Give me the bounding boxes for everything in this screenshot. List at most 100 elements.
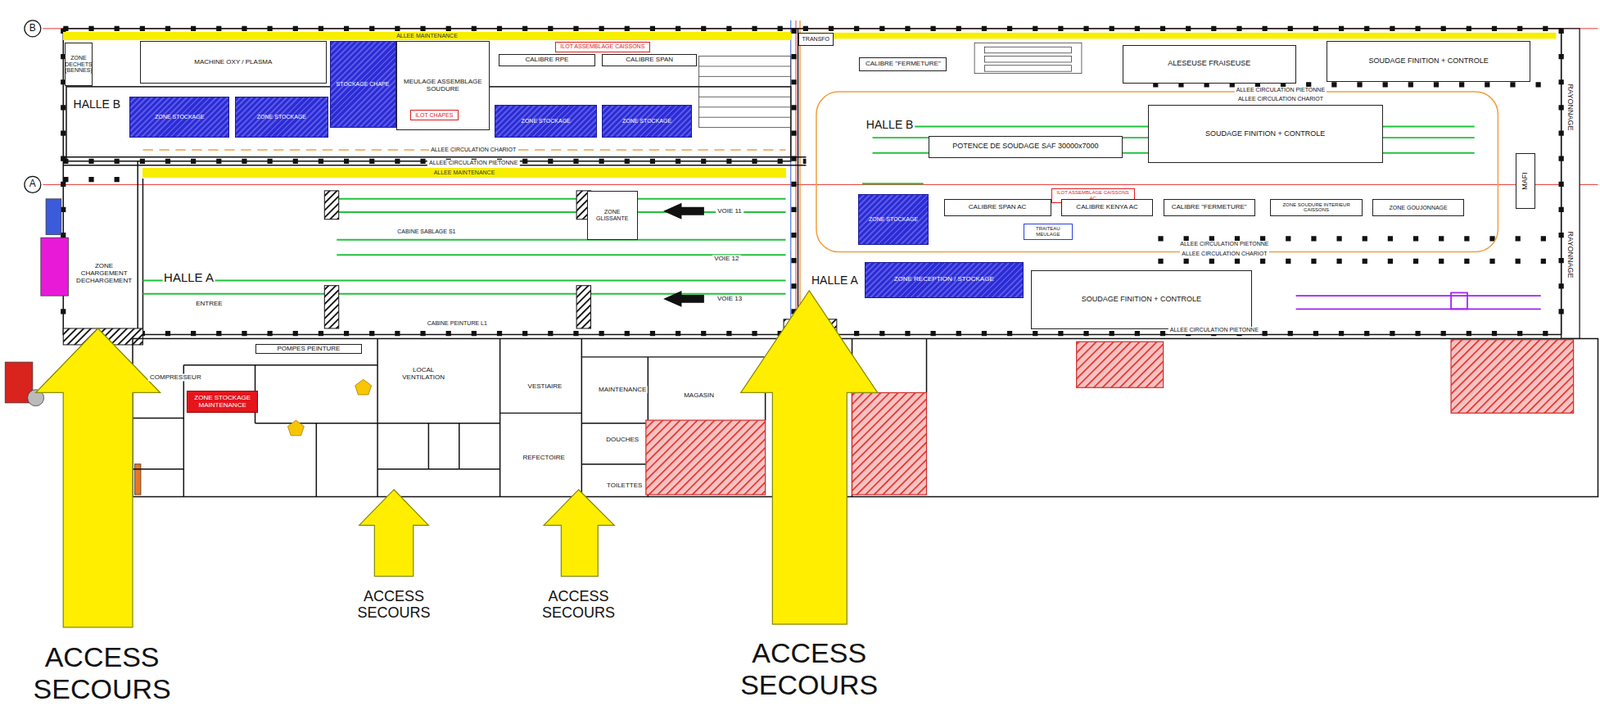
workstation-tag: ILOT ASSEMBLAGE CAISSONS bbox=[555, 41, 651, 52]
storage-rack-list bbox=[699, 96, 791, 98]
safety-sign bbox=[355, 379, 372, 395]
restricted-area bbox=[852, 392, 927, 495]
maintenance-aisle: ALLEE MAINTENANCE bbox=[142, 167, 786, 177]
rail-line bbox=[142, 293, 786, 295]
zone-name: ZONE STOCKAGE bbox=[868, 216, 918, 223]
plan-label: VOIE 12 bbox=[712, 255, 741, 263]
building-wall bbox=[136, 161, 138, 335]
plan-label: DOUCHES bbox=[604, 435, 641, 443]
zone-box: CALIBRE "FERMETURE" bbox=[1163, 198, 1256, 217]
cabin-wall bbox=[324, 190, 339, 220]
grid-line-orange bbox=[799, 20, 800, 339]
zone-name: CALIBRE SPAN AC bbox=[968, 203, 1027, 212]
zone-name: POMPES PEINTURE bbox=[277, 345, 341, 353]
plan-label: ALLEE CIRCULATION PIETONNE bbox=[1168, 326, 1261, 334]
access-label: ACCESS SECOURS bbox=[738, 637, 880, 701]
rail-line-purple bbox=[1450, 292, 1468, 309]
zone-name: ZONE STOCKAGE bbox=[521, 117, 571, 125]
entrance-door bbox=[63, 319, 837, 345]
zone-box: ZONE GOUJONNAGE bbox=[1372, 198, 1465, 217]
cabin-wall bbox=[576, 285, 591, 329]
zone-box: ZONE SOUDURE INTERIEUR CAISSONS bbox=[1270, 198, 1362, 217]
access-arrow bbox=[359, 489, 430, 577]
maintenance-storage: ZONE STOCKAGE MAINTENANCE bbox=[186, 390, 258, 413]
storage-zone: ZONE RECEPTION / STOCKAGE bbox=[864, 262, 1024, 299]
plan-label: RAYONNAGE bbox=[1566, 81, 1575, 132]
maintenance-aisle bbox=[799, 32, 1557, 39]
zone-name: CALIBRE "FERMETURE" bbox=[865, 60, 941, 68]
grid-line-orange bbox=[799, 20, 800, 339]
zone-name: CALIBRE SPAN bbox=[625, 56, 674, 64]
grid-bubble bbox=[24, 20, 41, 37]
plan-label: VOIE 11 bbox=[715, 207, 744, 215]
zone-name: ALLEE MAINTENANCE bbox=[433, 169, 496, 177]
grid-line bbox=[42, 184, 1598, 186]
zone-box: TRANSFO bbox=[798, 32, 835, 46]
plan-label: MAGASIN bbox=[682, 392, 716, 400]
rail-line bbox=[862, 182, 924, 185]
rail-line-purple bbox=[1296, 292, 1542, 309]
zone-box: ZONE DECHETS (BENNES) bbox=[64, 42, 94, 86]
plan-label: CABINE SABLAGE S1 bbox=[395, 228, 457, 236]
zone-name: SOUDAGE FINITION + CONTROLE bbox=[1368, 57, 1488, 66]
grid-bubble bbox=[24, 176, 41, 193]
plan-label: RAYONNAGE bbox=[1566, 230, 1575, 281]
column-row bbox=[63, 26, 1561, 32]
direction-arrow bbox=[663, 290, 705, 308]
zone-name: ZONE SOUDURE INTERIEUR CAISSONS bbox=[1272, 202, 1360, 213]
zone-name: ILOT CHAPES bbox=[415, 112, 453, 119]
grid-line bbox=[795, 20, 797, 339]
plan-label: MAINTENANCE bbox=[596, 385, 648, 394]
restricted-area bbox=[646, 420, 766, 495]
restricted-area bbox=[1450, 339, 1574, 414]
zone-box: CALIBRE SPAN AC bbox=[944, 198, 1052, 217]
forklift-circuit bbox=[816, 91, 1498, 253]
access-label: ACCESS SECOURS bbox=[31, 641, 173, 706]
zone-name: MACHINE OXY / PLASMA bbox=[194, 58, 272, 67]
storage-zone: ZONE STOCKAGE bbox=[601, 104, 692, 138]
zone-name: ZONE GLISSANTE bbox=[589, 208, 636, 222]
zone-box: MACHINE OXY / PLASMA bbox=[140, 40, 327, 84]
zone-name: STOCKAGE CHAPE bbox=[336, 81, 390, 88]
storage-zone: ZONE STOCKAGE bbox=[494, 104, 597, 138]
plan-label: ZONE CHARGEMENT DECHARGEMENT bbox=[74, 262, 134, 285]
storage-rack-list bbox=[974, 42, 1082, 73]
storage-rack-list bbox=[985, 65, 1072, 72]
column-row bbox=[1157, 258, 1561, 264]
plan-label: ALLEE CIRCULATION PIETONNE bbox=[1234, 86, 1327, 94]
rail-line-purple bbox=[1296, 294, 1542, 297]
storage-rack-list bbox=[985, 55, 1072, 62]
plan-label: HALLE B bbox=[72, 97, 123, 111]
zone-box: ZONE GLISSANTE bbox=[587, 190, 638, 240]
column-row bbox=[63, 28, 1561, 335]
zone-name: SOUDAGE FINITION + CONTROLE bbox=[1081, 295, 1202, 304]
direction-arrow bbox=[663, 203, 705, 308]
plan-label: HALLE B bbox=[864, 117, 916, 132]
grid-bubble bbox=[24, 20, 41, 193]
zone-box: SOUDAGE FINITION + CONTROLE bbox=[1148, 104, 1384, 163]
external-equipment bbox=[40, 237, 69, 296]
office-wall bbox=[132, 338, 1599, 497]
plan-label: VESTIAIRE bbox=[526, 382, 565, 390]
zone-box: CALIBRE SPAN bbox=[601, 54, 697, 67]
plan-label: ENTREE bbox=[194, 300, 224, 308]
zone-name: TRANSFO bbox=[802, 36, 830, 43]
storage-zone: ZONE STOCKAGE bbox=[129, 96, 230, 138]
zone-box: CALIBRE RPE bbox=[498, 54, 595, 67]
safety-sign bbox=[287, 379, 371, 435]
building-wall bbox=[63, 28, 1561, 335]
plan-label: A bbox=[27, 179, 38, 191]
zone-box: MAFI bbox=[1515, 153, 1537, 209]
storage-rack-list bbox=[699, 76, 791, 77]
column-row bbox=[790, 28, 796, 335]
storage-rack-list bbox=[699, 65, 791, 67]
zone-name: SOUDAGE FINITION + CONTROLE bbox=[1205, 130, 1325, 139]
access-arrow bbox=[741, 290, 878, 624]
zone-name: MAFI bbox=[1521, 171, 1530, 190]
column-row bbox=[63, 176, 138, 182]
zone-name: ZONE STOCKAGE bbox=[257, 113, 307, 121]
storage-rack-list bbox=[699, 117, 791, 118]
building-wall bbox=[63, 28, 1561, 335]
rack bbox=[1561, 28, 1580, 339]
